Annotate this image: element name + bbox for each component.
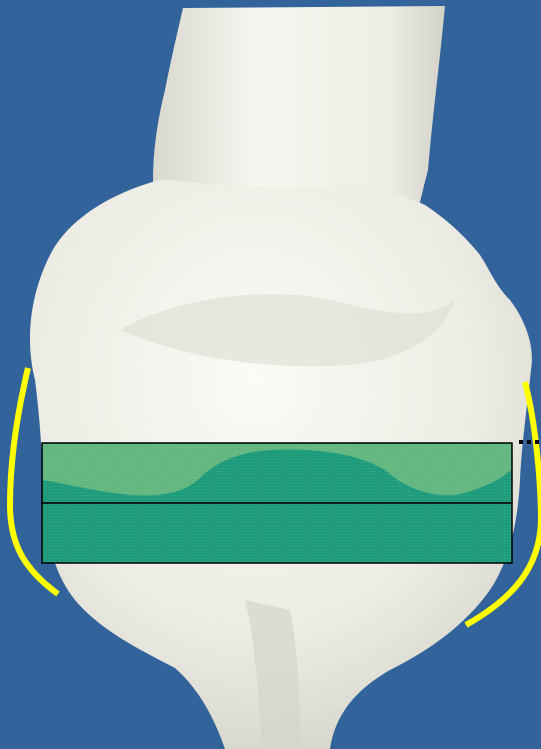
dotted-marker: [519, 440, 539, 444]
implant-block-lower: [42, 503, 512, 563]
